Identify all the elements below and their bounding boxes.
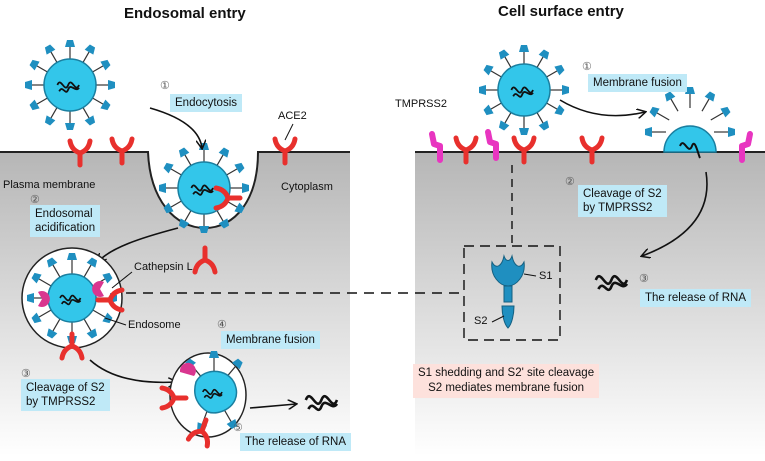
- to-fusion-arrow: [89, 359, 176, 382]
- label-endosome: Endosome: [128, 319, 181, 331]
- label-line: acidification: [35, 222, 96, 234]
- endosome-pointer: [104, 317, 127, 326]
- label-tmprss2: TMPRSS2: [395, 98, 447, 110]
- step-number: ②: [30, 194, 40, 206]
- cathepsin-l: [179, 362, 196, 376]
- label-line: Cleavage of S2: [26, 382, 105, 394]
- title-cell-surface-entry: Cell surface entry: [498, 3, 624, 20]
- release-arrow-right: [642, 171, 708, 256]
- virus-left-top: [24, 39, 116, 131]
- label-s2: S2: [474, 315, 488, 327]
- spike-zoom-box: [463, 245, 561, 341]
- label-endosomal-acidification: Endosomal acidification: [30, 205, 101, 237]
- label-ace2: ACE2: [278, 110, 307, 122]
- cathepsin-pointer: [111, 271, 133, 289]
- label-line: Cleavage of S2: [583, 188, 662, 200]
- label-release-left: The release of RNA: [240, 433, 351, 451]
- step-number: ⑤: [233, 422, 243, 434]
- title-endosomal-entry: Endosomal entry: [124, 5, 246, 22]
- step-number: ①: [160, 80, 170, 92]
- ace2-pointer: [284, 123, 294, 141]
- step-number: ③: [21, 368, 31, 380]
- label-line: by TMPRSS2: [26, 396, 96, 408]
- cathepsin-l: [38, 291, 50, 307]
- step-number: ③: [639, 273, 649, 285]
- cathepsin-l: [92, 281, 104, 297]
- virus-right-top: [479, 45, 569, 135]
- spike-protein: [491, 254, 525, 329]
- s2-pointer: [491, 315, 505, 323]
- virus-fusing: [183, 350, 245, 433]
- step-number: ④: [217, 319, 227, 331]
- label-membrane-fusion-right: Membrane fusion: [588, 74, 687, 92]
- virus-in-pit: [159, 143, 249, 233]
- label-line: Endosomal: [35, 208, 93, 220]
- label-plasma-membrane: Plasma membrane: [3, 179, 96, 191]
- label-line: by TMPRSS2: [583, 202, 653, 214]
- label-cathepsin-l: Cathepsin L: [134, 261, 193, 273]
- label-cytoplasm: Cytoplasm: [281, 181, 333, 193]
- note-line: S2 mediates membrane fusion: [428, 382, 585, 394]
- note-line: S1 shedding and S2' site cleavage: [418, 367, 595, 379]
- label-release-right: The release of RNA: [640, 289, 751, 307]
- label-membrane-fusion-left: Membrane fusion: [221, 331, 320, 349]
- label-s1: S1: [539, 270, 553, 282]
- membrane-fusion-arrow: [559, 99, 645, 116]
- virus-fusing-membrane: [644, 86, 736, 159]
- label-cleavage-right: Cleavage of S2 by TMPRSS2: [578, 185, 667, 217]
- endocytosis-arrow: [149, 107, 202, 148]
- note-s1-shedding: S1 shedding and S2' site cleavage S2 med…: [413, 364, 600, 398]
- step-number: ②: [565, 176, 575, 188]
- label-endocytosis: Endocytosis: [170, 94, 243, 112]
- label-cleavage-left: Cleavage of S2 by TMPRSS2: [21, 379, 110, 411]
- s1-pointer: [523, 273, 537, 277]
- step-number: ①: [582, 61, 592, 73]
- release-arrow-left: [249, 404, 296, 408]
